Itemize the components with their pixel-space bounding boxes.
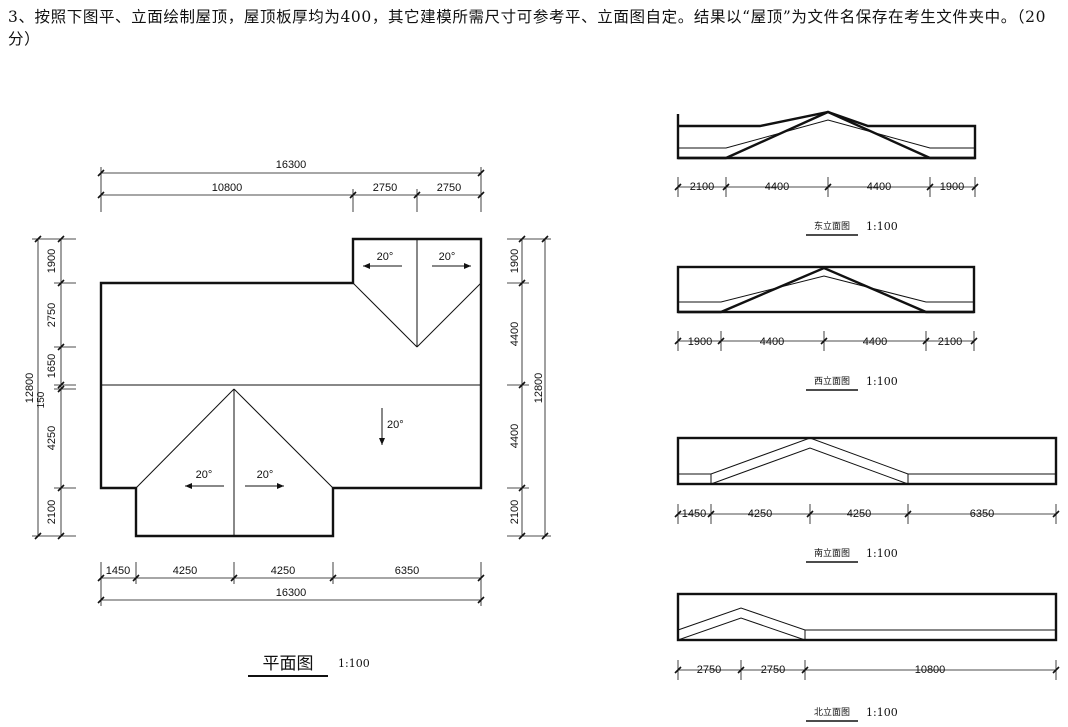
plan-right-dimensions: 1900 4400 4400 2100 12800 bbox=[507, 235, 551, 540]
dim-label: 4400 bbox=[867, 181, 891, 193]
dim-label: 4250 bbox=[271, 565, 295, 577]
north-elevation: 2750 2750 10800 北立面图 1:100 bbox=[674, 592, 1060, 722]
plan-scale: 1:100 bbox=[338, 657, 370, 670]
slope-marker: 20° bbox=[363, 251, 402, 269]
dim-label: 10800 bbox=[915, 664, 946, 676]
dim-label: 2100 bbox=[509, 500, 521, 524]
dim-label: 150 bbox=[36, 391, 47, 408]
dim-label: 4250 bbox=[46, 426, 58, 450]
dim-label: 2750 bbox=[373, 182, 397, 194]
dim-label: 10800 bbox=[212, 182, 243, 194]
slope-label: 20° bbox=[257, 469, 274, 481]
dim-label: 1900 bbox=[46, 249, 58, 273]
elevation-scale: 1:100 bbox=[866, 547, 898, 560]
plan-line bbox=[135, 388, 235, 489]
elevation-title: 南立面图 bbox=[814, 547, 850, 559]
plan-view: 20° 20° 20° 20° 20° bbox=[24, 159, 551, 677]
dim-label: 2750 bbox=[46, 303, 58, 327]
dim-label: 6350 bbox=[970, 508, 994, 520]
dim-label: 6350 bbox=[395, 565, 419, 577]
plan-line bbox=[233, 388, 334, 489]
dim-label: 2750 bbox=[697, 664, 721, 676]
south-elevation: 1450 4250 4250 6350 南立面图 1:100 bbox=[674, 436, 1060, 563]
west-elevation: 1900 4400 4400 2100 西立面图 1:100 bbox=[674, 265, 978, 391]
plan-top-dimensions: 16300 10800 2750 2750 bbox=[97, 159, 485, 212]
dim-label: 4400 bbox=[509, 424, 521, 448]
slope-label: 20° bbox=[387, 419, 404, 431]
dim-label: 1900 bbox=[688, 336, 712, 348]
dim-label: 4400 bbox=[509, 322, 521, 346]
dim-label: 4250 bbox=[748, 508, 772, 520]
elevation-scale: 1:100 bbox=[866, 706, 898, 719]
elevation-title: 东立面图 bbox=[814, 220, 850, 232]
elevation-scale: 1:100 bbox=[866, 220, 898, 233]
slope-label: 20° bbox=[196, 469, 213, 481]
plan-left-dimensions: 12800 1900 2750 1650 150 4250 2100 bbox=[24, 235, 76, 540]
elevation-scale: 1:100 bbox=[866, 375, 898, 388]
slope-marker: 20° bbox=[379, 408, 404, 445]
dim-label: 1650 bbox=[46, 354, 58, 378]
slope-marker: 20° bbox=[245, 469, 284, 489]
dim-label: 12800 bbox=[533, 373, 545, 404]
dim-label: 2750 bbox=[761, 664, 785, 676]
east-elevation: 2100 4400 4400 1900 东立面图 1:100 bbox=[674, 110, 979, 236]
dim-label: 2750 bbox=[437, 182, 461, 194]
elevation-title: 西立面图 bbox=[814, 375, 850, 387]
plan-title-text: 平面图 bbox=[263, 654, 314, 674]
plan-outline bbox=[99, 237, 483, 538]
slope-label: 20° bbox=[439, 251, 456, 263]
dim-label: 16300 bbox=[276, 587, 307, 599]
question-text: 3、按照下图平、立面绘制屋顶，屋顶板厚均为400，其它建模所需尺寸可参考平、立面… bbox=[8, 8, 1047, 48]
dim-label: 2100 bbox=[690, 181, 714, 193]
dim-label: 4250 bbox=[847, 508, 871, 520]
plan-line bbox=[416, 282, 482, 348]
dim-label: 1900 bbox=[940, 181, 964, 193]
plan-line bbox=[352, 282, 418, 348]
dim-label: 1450 bbox=[682, 508, 706, 520]
dim-label: 2100 bbox=[938, 336, 962, 348]
dim-label: 12800 bbox=[24, 373, 36, 404]
elevation-title: 北立面图 bbox=[814, 706, 850, 718]
slope-marker: 20° bbox=[432, 251, 471, 269]
dim-label: 1900 bbox=[509, 249, 521, 273]
plan-title: 平面图 1:100 bbox=[248, 654, 370, 677]
dim-label: 4250 bbox=[173, 565, 197, 577]
plan-bottom-dimensions: 1450 4250 4250 6350 16300 bbox=[97, 562, 485, 606]
dim-label: 16300 bbox=[276, 159, 307, 171]
dim-label: 4400 bbox=[863, 336, 887, 348]
slope-label: 20° bbox=[377, 251, 394, 263]
dim-label: 4400 bbox=[765, 181, 789, 193]
dim-label: 2100 bbox=[46, 500, 58, 524]
dim-label: 1450 bbox=[106, 565, 130, 577]
dim-label: 4400 bbox=[760, 336, 784, 348]
slope-marker: 20° bbox=[185, 469, 224, 489]
